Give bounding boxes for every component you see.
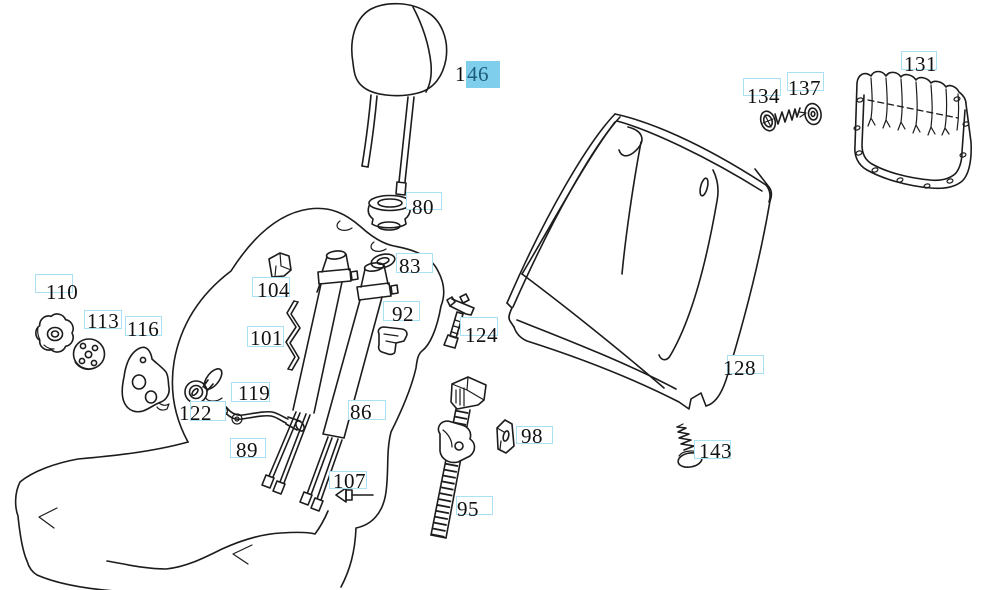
callout-box-124[interactable] [460, 317, 498, 336]
backrest-frame-drawing [171, 207, 445, 588]
callout-prefix: 1 [455, 62, 466, 86]
callout-box-80[interactable] [406, 192, 442, 210]
callout-box-119[interactable] [231, 382, 270, 402]
callout-110[interactable]: 110 [46, 280, 79, 304]
callout-box-86[interactable] [348, 400, 386, 420]
callout-box-116[interactable] [125, 316, 162, 336]
callout-134[interactable]: 134 [747, 84, 780, 108]
seat-cushion-drawing [14, 441, 329, 590]
recliner-spring-left-drawing [261, 250, 359, 495]
bushing-122-drawing [184, 368, 243, 425]
spring-strip-101-drawing [285, 300, 301, 371]
headrest-drawing [351, 2, 448, 196]
callout-146[interactable]: 146 [455, 61, 500, 88]
callout-86[interactable]: 86 [350, 400, 372, 424]
callout-95[interactable]: 95 [457, 497, 479, 521]
callout-143[interactable]: 143 [699, 439, 732, 463]
rack-95-drawing [430, 376, 487, 539]
callout-box-107[interactable] [329, 471, 367, 489]
clip-98-drawing [496, 419, 515, 454]
pocket-panel-131-drawing [853, 70, 972, 190]
adjuster-knob-110-drawing [35, 313, 74, 353]
callout-107[interactable]: 107 [333, 469, 366, 493]
callout-116[interactable]: 116 [127, 317, 160, 341]
callout-box-92[interactable] [383, 301, 420, 321]
callout-box-134[interactable] [743, 78, 781, 96]
callout-box-101[interactable] [247, 326, 284, 347]
grommet-137-drawing [804, 102, 822, 126]
callout-box-110[interactable] [35, 274, 73, 293]
callout-box-128[interactable] [727, 355, 764, 374]
callout-83[interactable]: 83 [399, 254, 421, 278]
screw-134-drawing [759, 107, 807, 132]
callout-box-137[interactable] [787, 72, 824, 91]
callout-box-113[interactable] [84, 310, 122, 329]
callout-89[interactable]: 89 [236, 438, 258, 462]
callout-box-143[interactable] [694, 440, 731, 459]
callout-box-98[interactable] [516, 426, 553, 444]
callout-104[interactable]: 104 [257, 278, 290, 302]
callout-box-122[interactable] [190, 401, 226, 421]
callout-92[interactable]: 92 [392, 302, 414, 326]
callout-highlighted-number[interactable]: 46 [466, 61, 500, 88]
callout-box-89[interactable] [230, 438, 266, 458]
callout-113[interactable]: 113 [87, 309, 120, 333]
bracket-116-drawing [121, 346, 170, 413]
lever-124-drawing [443, 293, 475, 349]
callout-box-95[interactable] [456, 496, 493, 515]
callout-124[interactable]: 124 [465, 323, 498, 347]
callout-box-104[interactable] [252, 277, 290, 297]
callout-101[interactable]: 101 [250, 326, 283, 350]
pin-107-drawing [335, 487, 374, 503]
callout-131[interactable]: 131 [904, 52, 937, 76]
back-panel-128-drawing [506, 113, 773, 410]
callout-98[interactable]: 98 [521, 424, 543, 448]
disc-113-drawing [72, 338, 106, 370]
callout-119[interactable]: 119 [238, 381, 271, 405]
callout-122[interactable]: 122 [179, 401, 212, 425]
callout-80[interactable]: 80 [412, 195, 434, 219]
callout-128[interactable]: 128 [723, 356, 756, 380]
callout-box-131[interactable] [901, 51, 937, 70]
callout-box-83[interactable] [396, 253, 433, 273]
callout-137[interactable]: 137 [788, 76, 821, 100]
bracket-92-drawing [377, 326, 408, 356]
